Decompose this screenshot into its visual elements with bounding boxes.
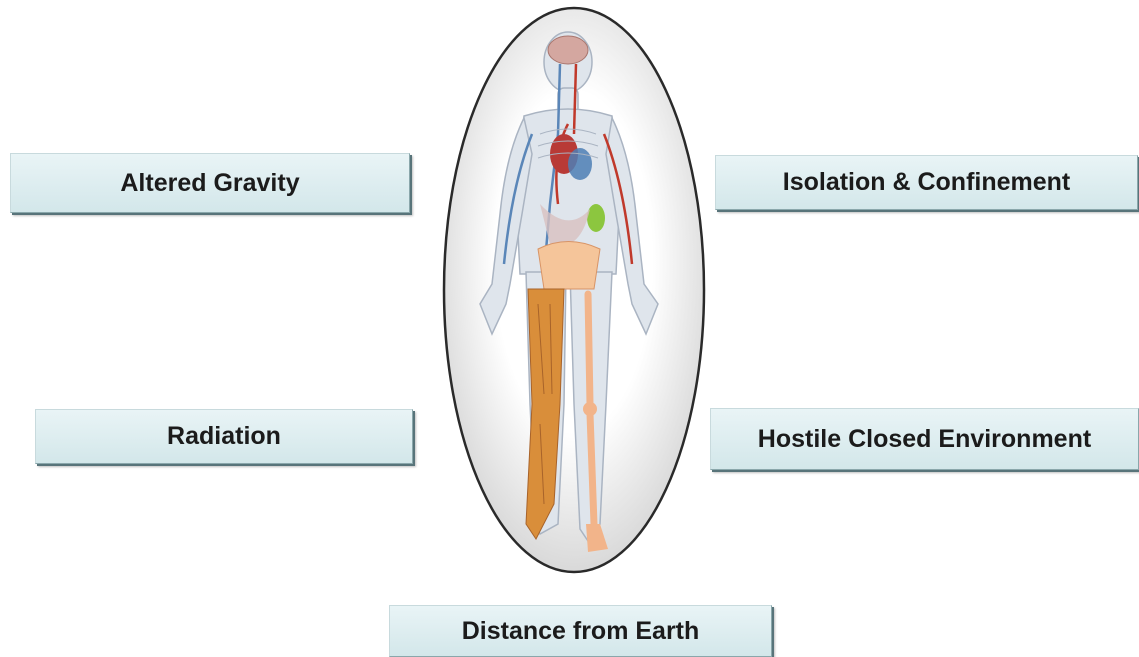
altered-gravity-label: Altered Gravity xyxy=(120,169,299,198)
knee xyxy=(583,402,597,416)
brain xyxy=(548,36,588,64)
radiation-label: Radiation xyxy=(167,422,281,451)
radiation-box: Radiation xyxy=(35,409,413,464)
distance-from-earth-box: Distance from Earth xyxy=(389,605,772,657)
human-body-ellipse xyxy=(440,4,708,576)
human-body-anatomy-icon xyxy=(440,4,708,576)
hostile-closed-environment-box: Hostile Closed Environment xyxy=(710,408,1139,470)
hostile-closed-environment-label: Hostile Closed Environment xyxy=(758,425,1091,454)
altered-gravity-box: Altered Gravity xyxy=(10,153,410,213)
spleen xyxy=(587,204,605,232)
isolation-confinement-label: Isolation & Confinement xyxy=(783,168,1071,197)
pelvis xyxy=(538,242,600,290)
distance-from-earth-label: Distance from Earth xyxy=(462,617,700,646)
isolation-confinement-box: Isolation & Confinement xyxy=(715,155,1138,210)
